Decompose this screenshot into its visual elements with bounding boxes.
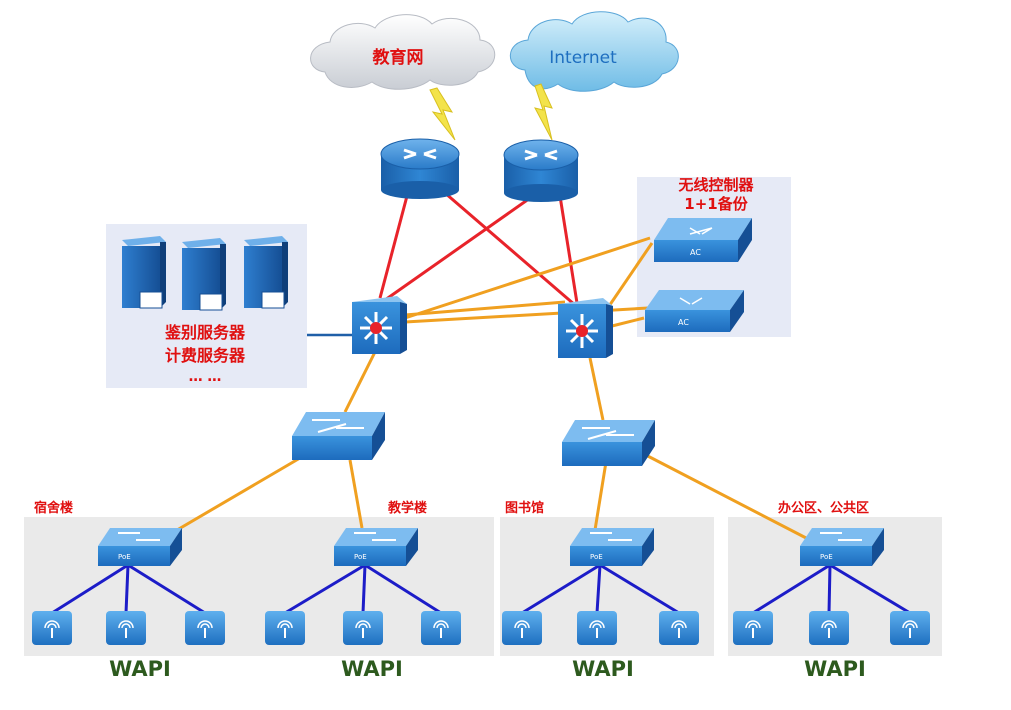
poe-label: PoE [590, 553, 603, 561]
cloud-internet [509, 11, 679, 92]
access-point-icon[interactable] [577, 611, 617, 645]
poe-label: PoE [118, 553, 131, 561]
access-points [32, 611, 930, 645]
zone-label-dorm: 宿舍楼 [34, 500, 73, 516]
access-point-icon[interactable] [185, 611, 225, 645]
access-point-icon[interactable] [343, 611, 383, 645]
lightning-bolt-icon [534, 83, 553, 141]
server-icon[interactable] [244, 236, 288, 309]
core-switch-left[interactable] [352, 296, 407, 354]
poe-switch-library[interactable]: PoE [570, 528, 654, 566]
poe-switch-office[interactable]: PoE [800, 528, 884, 566]
controller-backup: 1+1备份 [684, 195, 748, 213]
controller-title: 无线控制器 [677, 176, 754, 194]
access-point-icon[interactable] [733, 611, 773, 645]
distribution-switch-left[interactable] [292, 412, 385, 460]
wapi-label: WAPI [109, 657, 171, 681]
server-label-auth: 鉴别服务器 [164, 323, 246, 342]
poe-switch-dorm[interactable]: PoE [98, 528, 182, 566]
zone-label-office: 办公区、公共区 [778, 500, 869, 516]
server-icon[interactable] [182, 238, 226, 311]
wapi-label: WAPI [804, 657, 866, 681]
access-point-icon[interactable] [32, 611, 72, 645]
cloud-edu-net [310, 14, 496, 90]
server-label-more: … … [189, 369, 222, 385]
wapi-label: WAPI [572, 657, 634, 681]
ac-controller-primary[interactable]: AC [654, 218, 752, 262]
access-point-icon[interactable] [659, 611, 699, 645]
lightning-bolt-icon [429, 87, 456, 141]
core-switch-right[interactable] [558, 298, 613, 358]
wan-links [378, 191, 579, 307]
access-point-icon[interactable] [502, 611, 542, 645]
router-edu[interactable] [380, 138, 460, 199]
ac-label: AC [690, 248, 701, 257]
server-icon[interactable] [122, 236, 166, 309]
ac-label: AC [678, 318, 689, 327]
cloud-label-internet: Internet [549, 48, 617, 68]
server-label-billing: 计费服务器 [165, 346, 246, 365]
access-links [51, 563, 911, 615]
router-internet[interactable] [503, 139, 579, 202]
zone-label-teaching: 教学楼 [387, 500, 427, 516]
access-point-icon[interactable] [265, 611, 305, 645]
ac-controller-backup[interactable]: AC [645, 290, 744, 332]
poe-label: PoE [820, 553, 833, 561]
wapi-label: WAPI [341, 657, 403, 681]
access-point-icon[interactable] [890, 611, 930, 645]
distribution-switch-right[interactable] [562, 420, 655, 466]
access-point-icon[interactable] [809, 611, 849, 645]
zone-label-library: 图书馆 [505, 500, 544, 516]
cloud-label-edu-net: 教育网 [372, 47, 424, 68]
access-point-icon[interactable] [421, 611, 461, 645]
access-point-icon[interactable] [106, 611, 146, 645]
poe-label: PoE [354, 553, 367, 561]
poe-switch-teaching[interactable]: PoE [334, 528, 418, 566]
